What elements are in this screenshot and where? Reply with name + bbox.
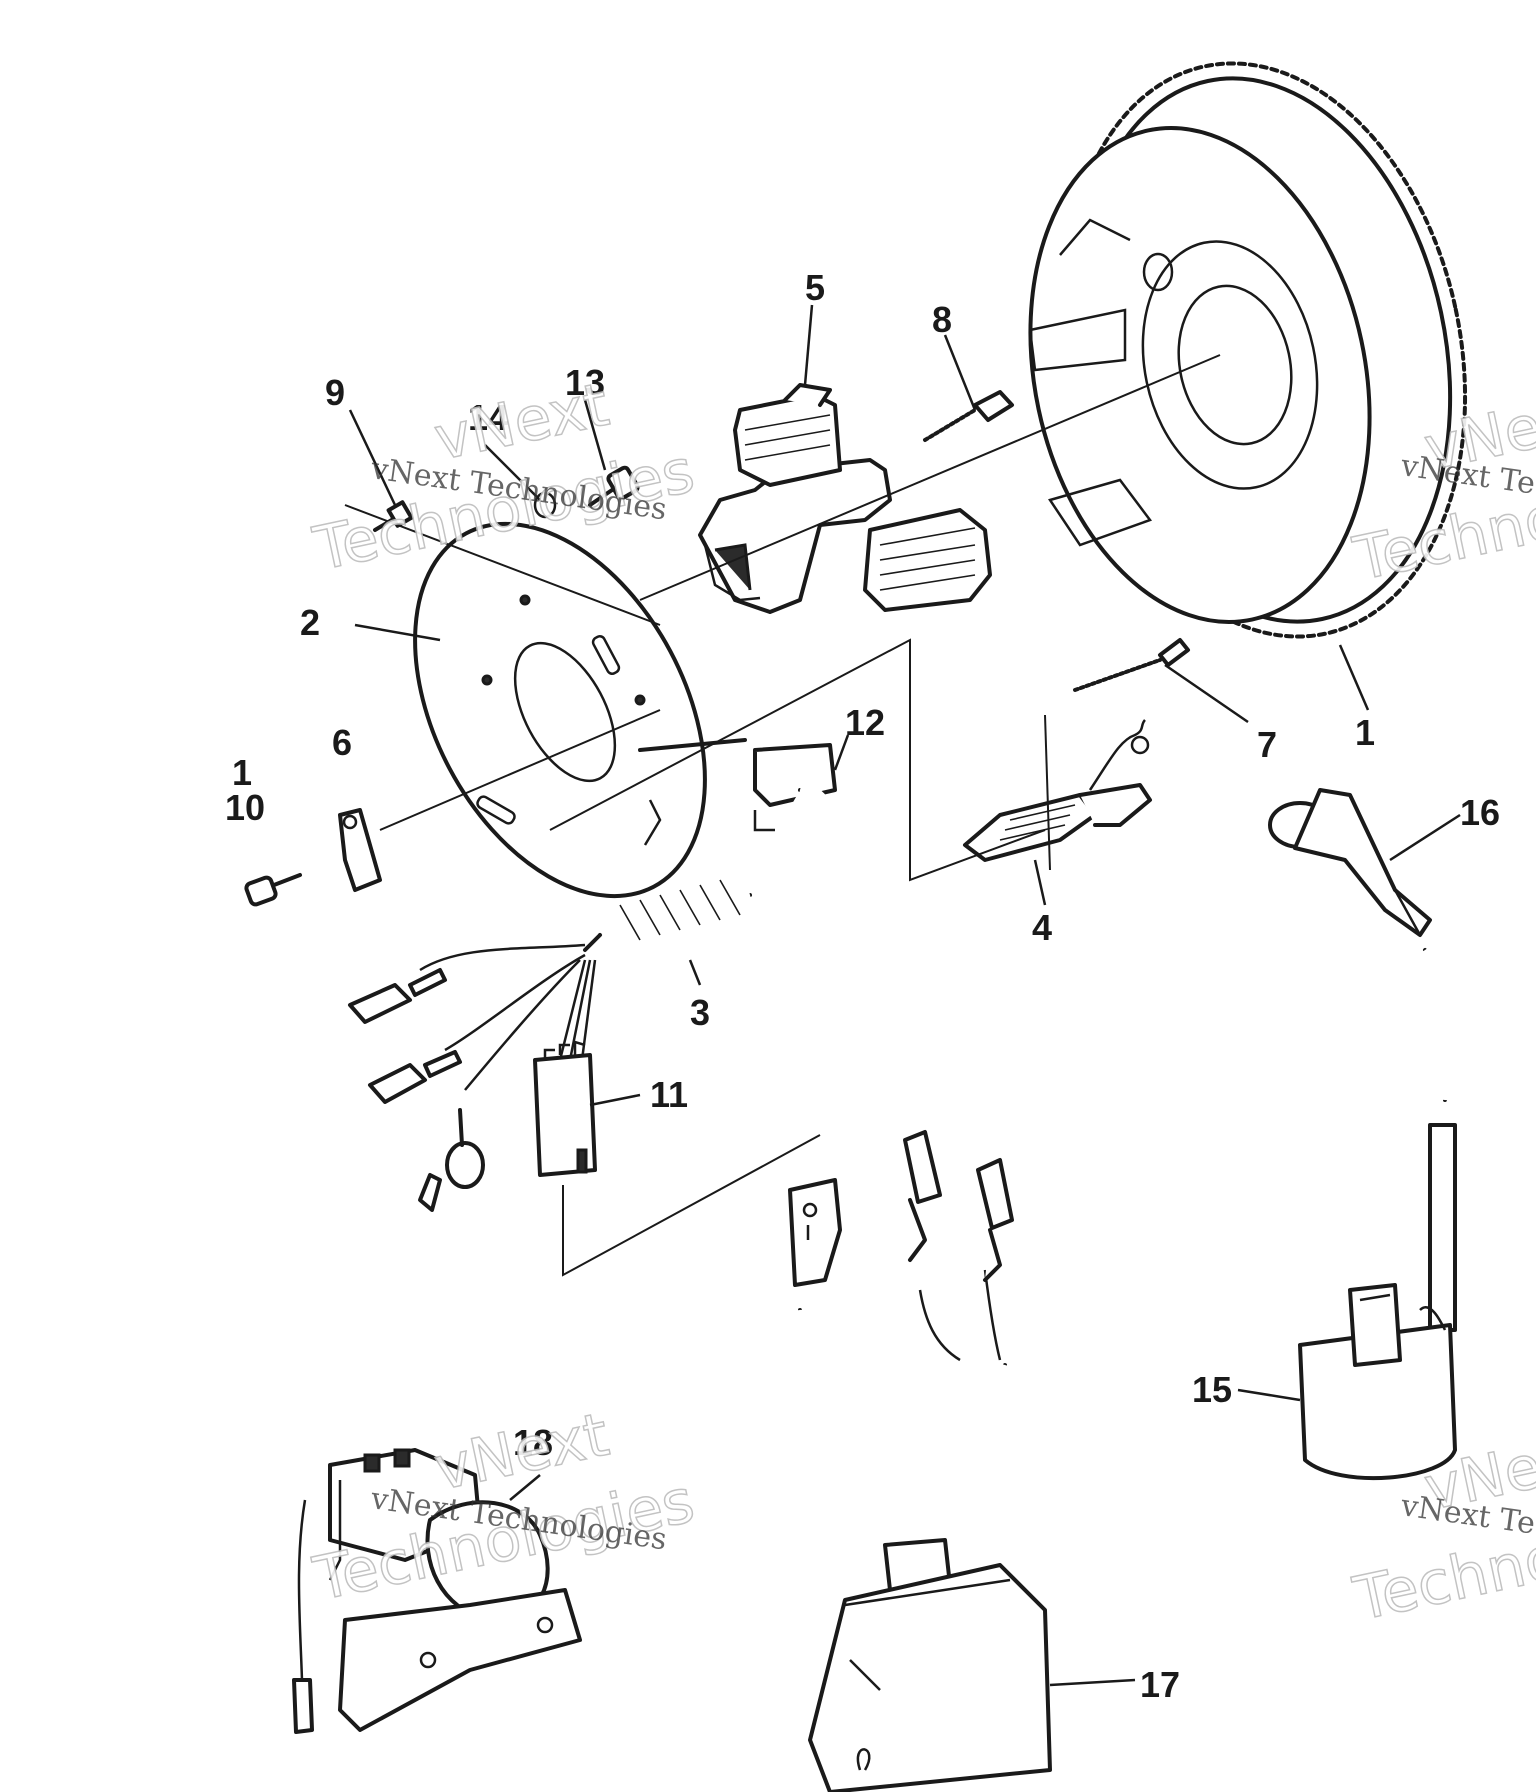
callout-18: 18 [513, 1422, 553, 1463]
spark-plug-cap-16-part [1268, 788, 1432, 937]
callout-16: 16 [1460, 792, 1500, 833]
callout-2: 2 [300, 602, 320, 643]
ignition-coil-15-part [1298, 1283, 1457, 1481]
callout-leaders [348, 304, 1461, 1687]
wire-harness-part [348, 879, 753, 1212]
callout-1b: 1 [232, 752, 252, 793]
callout-17: 17 [1140, 1664, 1180, 1705]
callout-3: 3 [690, 992, 710, 1033]
bolt-8-part [923, 390, 1014, 442]
callout-6: 6 [332, 722, 352, 763]
washer-14-part [533, 491, 557, 519]
callout-13: 13 [565, 362, 605, 403]
cdi-unit-17-part [788, 1130, 1052, 1792]
assembly-guide-lines [344, 354, 1221, 1277]
callout-15: 15 [1192, 1369, 1232, 1410]
flywheel-part [1028, 61, 1468, 639]
stator-coil-part [698, 383, 992, 614]
watermark: vNext Technologies vNext Technologies vN… [307, 369, 1536, 1636]
solenoid-18-part [292, 1448, 582, 1734]
stator-plate-part [413, 521, 707, 899]
callout-11: 11 [650, 1074, 688, 1115]
pickup-coil-4-part [963, 719, 1152, 862]
callout-9: 9 [325, 372, 345, 413]
callout-8: 8 [932, 299, 952, 340]
callout-4: 4 [1032, 907, 1052, 948]
high-tension-lead-part [1417, 945, 1457, 1332]
pickup-12-part [638, 738, 839, 904]
bolt-7-part [1073, 638, 1190, 692]
screw-10-part [244, 873, 302, 907]
bolt-13-part [588, 465, 640, 507]
callout-12: 12 [845, 702, 885, 743]
screw-9-part [373, 500, 414, 532]
callout-14: 14 [468, 397, 508, 438]
watermark-edge-big-2b: Techno [1348, 1523, 1536, 1635]
clamp-6-part [338, 808, 382, 892]
callout-1: 1 [1355, 712, 1375, 753]
callout-7: 7 [1257, 724, 1277, 765]
connector-11-part [533, 1040, 597, 1177]
callout-labels: 1 1 2 3 4 5 6 7 8 9 10 11 12 13 14 15 16… [225, 267, 1500, 1705]
callout-10: 10 [225, 787, 265, 828]
callout-5: 5 [805, 267, 825, 308]
